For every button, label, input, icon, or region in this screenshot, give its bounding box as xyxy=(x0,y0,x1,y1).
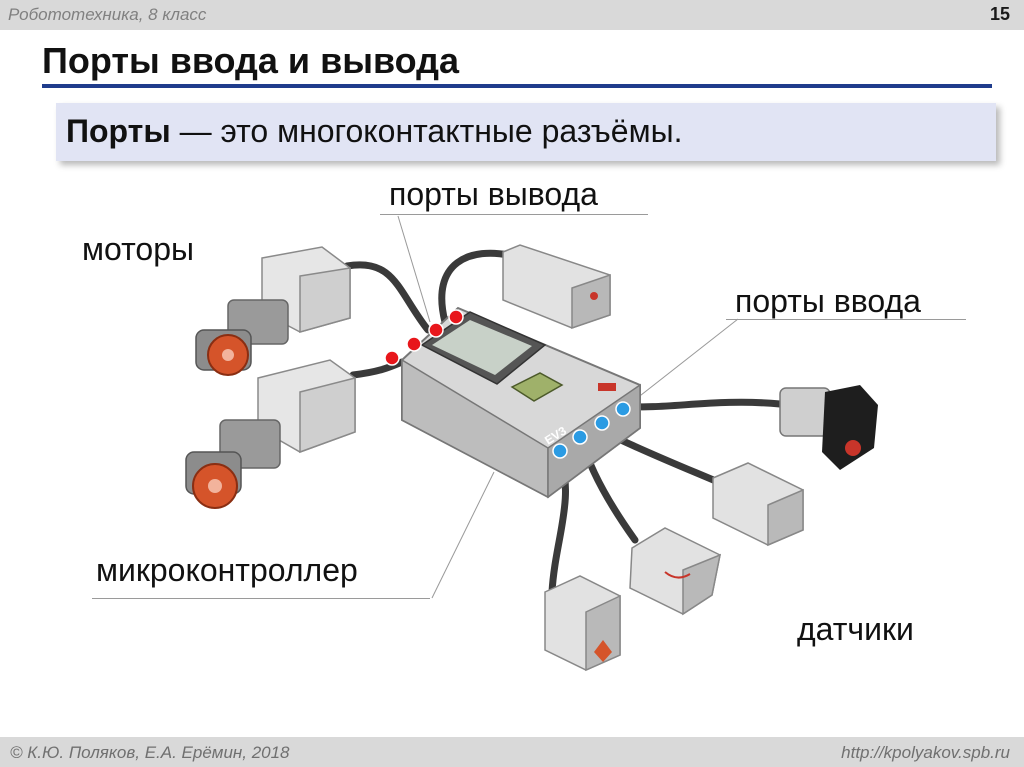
sensor-right xyxy=(712,462,804,547)
output-ports-underline xyxy=(380,214,648,215)
slide-title: Порты ввода и вывода xyxy=(42,40,459,81)
output-port-marker xyxy=(428,322,444,338)
sensor-ultrasonic xyxy=(779,385,878,470)
definition-box: Порты — это многоконтактные разъёмы. xyxy=(56,103,996,161)
definition-term: Порты xyxy=(66,113,171,149)
definition-body: — это многоконтактные разъёмы. xyxy=(170,113,683,149)
sensor-top xyxy=(502,244,611,330)
page-number: 15 xyxy=(989,4,1010,24)
sensor-touch xyxy=(544,575,621,672)
input-port-marker xyxy=(615,401,631,417)
input-ports-leader xyxy=(621,318,739,411)
label-input-ports: порты ввода xyxy=(735,283,921,319)
output-port-markers xyxy=(384,309,464,366)
title-underline xyxy=(42,84,992,88)
input-ports-underline xyxy=(726,319,966,320)
output-ports-leader xyxy=(397,215,431,323)
footer-bar: © К.Ю. Поляков, Е.А. Ерёмин, 2018 http:/… xyxy=(0,737,1024,767)
motor-top xyxy=(195,246,351,376)
output-port-marker xyxy=(448,309,464,325)
label-output-ports: порты вывода xyxy=(389,176,598,212)
label-motors: моторы xyxy=(82,231,194,267)
sensor-middle xyxy=(629,527,722,616)
input-port-markers xyxy=(552,401,631,459)
output-port-marker xyxy=(384,350,400,366)
microcontroller-underline xyxy=(92,598,430,599)
input-port-marker xyxy=(594,415,610,431)
definition-text: Порты — это многоконтактные разъёмы. xyxy=(66,113,682,150)
label-sensors: датчики xyxy=(797,611,914,647)
input-port-marker xyxy=(552,443,568,459)
output-port-marker xyxy=(406,336,422,352)
microcontroller-leader xyxy=(431,471,495,599)
motor-bottom xyxy=(185,359,356,509)
course-name: Робототехника, 8 класс xyxy=(8,5,207,24)
label-microcontroller: микроконтроллер xyxy=(96,552,358,588)
header-bar: Робототехника, 8 класс 15 xyxy=(0,0,1024,30)
footer-url[interactable]: http://kpolyakov.spb.ru xyxy=(841,743,1010,762)
footer-copyright: © К.Ю. Поляков, Е.А. Ерёмин, 2018 xyxy=(10,743,290,762)
input-port-marker xyxy=(572,429,588,445)
